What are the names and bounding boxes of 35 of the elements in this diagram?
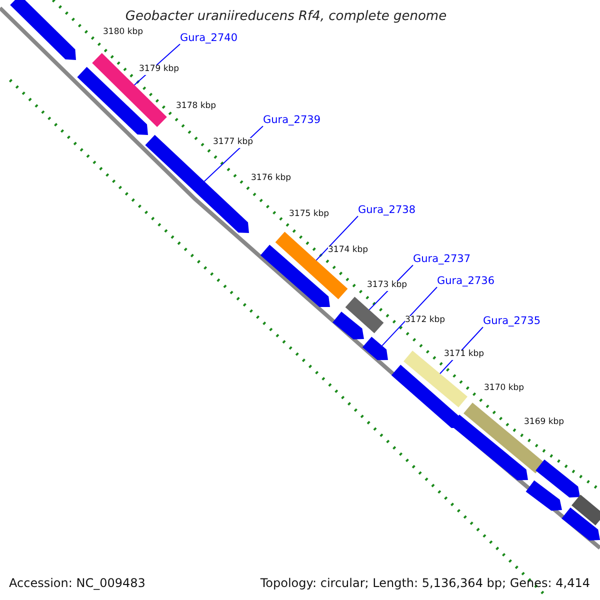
scale-tick-label: 3169 kbp — [524, 418, 564, 428]
genome-summary: Topology: circular; Length: 5,136,364 bp; Genes: 4,414 — [260, 577, 590, 591]
leader-line — [382, 286, 438, 346]
scale-tick-label: 3174 kbp — [328, 246, 368, 256]
scale-tick-label: 3179 kbp — [139, 65, 180, 75]
gene-feature — [536, 460, 580, 498]
gene-feature — [572, 494, 600, 526]
diagram-title: Geobacter uraniireducens Rf4, complete genome — [124, 10, 448, 25]
scale-tick-label: 3173 kbp — [367, 281, 408, 291]
gene-feature — [275, 232, 348, 300]
gene-feature — [404, 350, 468, 408]
gene-label: Gura_2737 — [413, 253, 471, 266]
gene-feature — [562, 508, 600, 540]
gene-label: Gura_2736 — [437, 275, 495, 288]
scale-tick-label: 3180 kbp — [103, 28, 144, 38]
scale-tick-label: 3176 kbp — [251, 174, 292, 184]
scale-tick-label: 3170 kbp — [484, 384, 524, 394]
gene-label: Gura_2738 — [358, 204, 416, 216]
scale-tick-label: 3172 kbp — [405, 316, 446, 326]
gene-feature — [526, 480, 562, 511]
gene-feature — [464, 402, 544, 474]
gene-feature — [332, 312, 364, 340]
scale-tick-label: 3177 kbp — [213, 138, 254, 148]
accession-label: Accession: NC_009483 — [9, 577, 146, 591]
leader-line — [316, 216, 358, 261]
gene-feature — [260, 244, 330, 307]
gene-label: Gura_2739 — [263, 114, 321, 126]
gene-label: Gura_2735 — [483, 315, 541, 328]
gene-feature — [10, 0, 76, 60]
gene-feature — [345, 296, 384, 334]
scale-tick-label: 3171 kbp — [444, 350, 484, 360]
scale-tick-label: 3175 kbp — [289, 210, 330, 220]
gene-label: Gura_2740 — [180, 32, 238, 44]
scale-tick-label: 3178 kbp — [176, 102, 216, 112]
gene-feature — [362, 336, 388, 360]
